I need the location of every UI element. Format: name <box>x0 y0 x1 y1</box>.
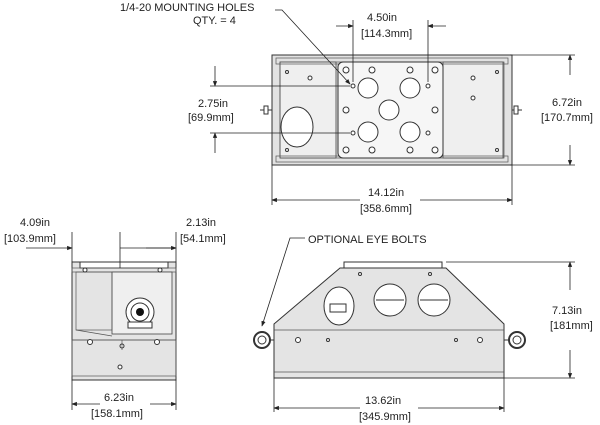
side-right-imperial: 2.13in <box>186 217 216 229</box>
side-view <box>71 261 177 381</box>
front-width-imperial: 13.62in <box>365 395 401 407</box>
side-right-metric: [54.1mm] <box>180 233 226 245</box>
side-left-imperial: 4.09in <box>20 217 50 229</box>
eye-bolts-callout: OPTIONAL EYE BOLTS <box>261 234 427 327</box>
side-left-metric: [103.9mm] <box>4 233 56 245</box>
top-hole-spacing-dimension: 2.75in [69.9mm] <box>188 66 350 153</box>
front-width-metric: [345.9mm] <box>359 411 411 423</box>
top-hole-spacing-metric: [69.9mm] <box>188 112 234 124</box>
top-hole-spacing-imperial: 2.75in <box>198 98 228 110</box>
top-height-dimension: 6.72in [170.7mm] <box>510 54 593 166</box>
top-width-imperial: 14.12in <box>368 187 404 199</box>
top-width-dimension: 14.12in [358.6mm] <box>271 165 513 215</box>
mounting-holes-qty: QTY. = 4 <box>193 15 236 27</box>
top-view <box>260 54 522 166</box>
mounting-holes-callout: 1/4-20 MOUNTING HOLES QTY. = 4 <box>120 2 351 85</box>
side-width-metric: [158.1mm] <box>91 408 143 420</box>
top-height-metric: [170.7mm] <box>541 112 593 124</box>
top-plate-width-imperial: 4.50in <box>367 12 397 24</box>
top-plate-width-dimension: 4.50in [114.3mm] <box>336 12 446 82</box>
side-width-dimension: 6.23in [158.1mm] <box>71 380 177 420</box>
side-right-dimension: 2.13in [54.1mm] <box>119 217 226 268</box>
eye-bolts-label: OPTIONAL EYE BOLTS <box>308 234 427 246</box>
side-width-imperial: 6.23in <box>104 392 134 404</box>
top-height-imperial: 6.72in <box>552 97 582 109</box>
top-plate-width-metric: [114.3mm] <box>361 28 412 40</box>
side-left-dimension: 4.09in [103.9mm] <box>4 217 177 262</box>
front-height-imperial: 7.13in <box>552 305 582 317</box>
top-width-metric: [358.6mm] <box>360 203 412 215</box>
front-height-dimension: 7.13in [181mm] <box>446 261 593 379</box>
front-height-metric: [181mm] <box>550 320 593 332</box>
front-width-dimension: 13.62in [345.9mm] <box>273 378 505 423</box>
mounting-holes-label: 1/4-20 MOUNTING HOLES <box>120 2 254 14</box>
front-view <box>253 261 526 379</box>
